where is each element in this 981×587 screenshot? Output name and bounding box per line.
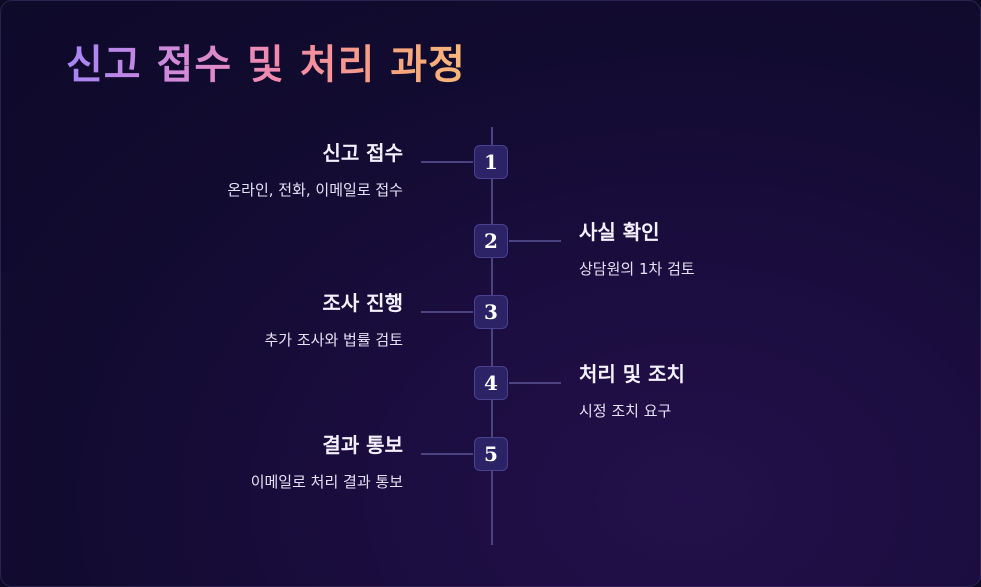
step-1-title: 신고 접수 <box>322 141 403 165</box>
step-4-connector <box>509 382 561 384</box>
page-title: 신고 접수 및 처리 과정 <box>66 37 466 93</box>
step-2-connector <box>509 240 561 242</box>
step-2-title: 사실 확인 <box>579 220 660 244</box>
step-5-description: 이메일로 처리 결과 통보 <box>250 473 403 491</box>
step-1-description: 온라인, 전화, 이메일로 접수 <box>227 181 403 199</box>
step-4-number-badge: 4 <box>474 366 508 400</box>
step-4-description: 시정 조치 요구 <box>579 402 672 420</box>
step-4-title: 처리 및 조치 <box>579 362 685 386</box>
step-1-connector <box>421 161 473 163</box>
step-3-description: 추가 조사와 법률 검토 <box>264 331 403 349</box>
step-3-number-badge: 3 <box>474 295 508 329</box>
step-5-connector <box>421 453 473 455</box>
step-5-number-badge: 5 <box>474 437 508 471</box>
step-2-description: 상담원의 1차 검토 <box>579 260 695 278</box>
step-1-number-badge: 1 <box>474 145 508 179</box>
timeline-axis <box>491 127 493 545</box>
step-3-title: 조사 진행 <box>322 291 403 315</box>
step-3-connector <box>421 311 473 313</box>
step-5-title: 결과 통보 <box>322 433 403 457</box>
step-2-number-badge: 2 <box>474 224 508 258</box>
